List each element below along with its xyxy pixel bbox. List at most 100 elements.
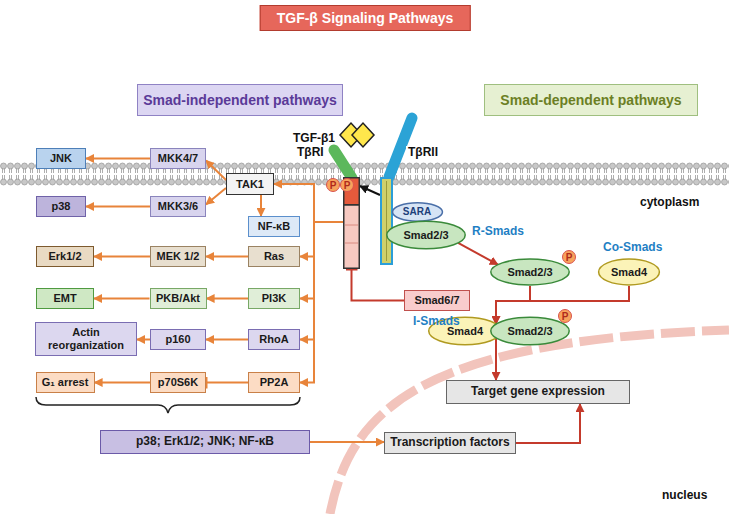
outcome-box: EMT bbox=[36, 288, 94, 309]
node-text: Target gene expression bbox=[471, 385, 605, 399]
node-text: PP2A bbox=[260, 376, 289, 389]
factor-box: NF-κB bbox=[248, 216, 300, 237]
signal-connector bbox=[206, 339, 248, 341]
group-label: R-Smads bbox=[472, 224, 524, 238]
node-text: p160 bbox=[165, 333, 190, 346]
signal-connector bbox=[260, 195, 262, 216]
ligand-label: TGF-β1 bbox=[293, 131, 335, 145]
ellipse-shape bbox=[392, 203, 442, 221]
signal-connector bbox=[300, 222, 343, 340]
smad-ellipse: Smad2/3 bbox=[490, 316, 570, 346]
node-text: EMT bbox=[53, 292, 76, 305]
node-text: JNK bbox=[50, 152, 72, 165]
signal-connector bbox=[94, 298, 150, 300]
gtpase-box: RhoA bbox=[248, 329, 300, 350]
kinase-box: JNK bbox=[36, 148, 86, 169]
node-text: Smad2/3 bbox=[403, 229, 448, 242]
smad-ellipse: Smad2/3 bbox=[386, 220, 466, 250]
signal-connector bbox=[206, 256, 248, 258]
section-heading: Smad-independent pathways bbox=[137, 84, 343, 116]
node-text: Actin reorganization bbox=[41, 326, 131, 351]
kinase-box: p38 bbox=[36, 196, 86, 217]
node-text: Erk1/2 bbox=[48, 250, 81, 263]
node-text: RhoA bbox=[259, 333, 288, 346]
group-label: I-Smads bbox=[413, 314, 460, 328]
receptor-extracellular-domain bbox=[334, 150, 352, 178]
node-text: SARA bbox=[403, 206, 431, 218]
kinase-box: MKK4/7 bbox=[150, 148, 206, 169]
signal-connector bbox=[95, 382, 151, 384]
cell-membrane bbox=[0, 162, 729, 186]
node-text: NF-κB bbox=[258, 220, 290, 233]
domain-band bbox=[386, 181, 387, 261]
signal-connector bbox=[360, 186, 380, 195]
kinase-box: PI3K bbox=[248, 288, 300, 309]
ellipse-shape bbox=[387, 221, 465, 249]
signal-connector bbox=[495, 338, 497, 380]
signal-connector bbox=[206, 382, 248, 384]
compartment-label: cytoplasm bbox=[640, 195, 699, 209]
ligand-dimer bbox=[340, 123, 374, 147]
smad-ellipse: Smad2/3 bbox=[490, 258, 570, 286]
signal-connector bbox=[300, 222, 343, 299]
kinase-box: p160 bbox=[150, 329, 206, 350]
node-text: TAK1 bbox=[236, 178, 264, 191]
signal-connector bbox=[206, 188, 226, 205]
node-text: Ras bbox=[264, 250, 284, 263]
signal-connector bbox=[86, 158, 150, 160]
ellipse-shape bbox=[491, 317, 569, 345]
gtpase-box: Ras bbox=[248, 246, 300, 267]
nuclear-envelope bbox=[330, 330, 729, 514]
node-text: TβRI bbox=[295, 146, 326, 160]
signal-connector bbox=[207, 298, 249, 300]
signal-connector bbox=[206, 161, 226, 181]
kinase-box: MKK3/6 bbox=[150, 196, 206, 217]
node-text: Smad6/7 bbox=[414, 294, 459, 307]
node-text: G₁ arrest bbox=[42, 376, 89, 389]
node-text: p38 bbox=[52, 200, 71, 213]
diagram-title: TGF-β Signaling Pathways bbox=[260, 5, 471, 31]
signal-connector bbox=[458, 243, 498, 265]
smad-ellipse: Smad4 bbox=[598, 258, 660, 286]
ellipse-shape bbox=[599, 259, 660, 285]
node-text: Smad-independent pathways bbox=[143, 92, 337, 108]
node-text: PKB/Akt bbox=[156, 292, 200, 305]
signal-connector bbox=[516, 404, 580, 443]
kinase-box: TAK1 bbox=[226, 173, 274, 195]
adaptor-ellipse: SARA bbox=[392, 202, 443, 222]
outcome-box: Actin reorganization bbox=[35, 322, 137, 356]
signal-connector bbox=[86, 206, 150, 208]
inhibitor-box: Smad6/7 bbox=[404, 290, 470, 311]
phospho-mark: P bbox=[558, 309, 572, 323]
outcome-box: G₁ arrest bbox=[36, 372, 95, 393]
outcome-box: Target gene expression bbox=[446, 380, 630, 404]
domain-band bbox=[345, 225, 358, 226]
signal-connector bbox=[352, 269, 405, 301]
receptor-type-2: TβRII bbox=[380, 177, 393, 265]
node-text: Smad4 bbox=[611, 266, 647, 279]
node-text: PI3K bbox=[262, 292, 286, 305]
node-text: p38; Erk1/2; JNK; NF-κB bbox=[136, 435, 274, 449]
signal-connector bbox=[300, 222, 343, 383]
node-text: MKK4/7 bbox=[158, 152, 198, 165]
kinase-box: p70S6K bbox=[150, 372, 206, 393]
phosphatase-box: PP2A bbox=[248, 372, 300, 393]
receptor-outline bbox=[380, 177, 393, 265]
node-text: TβRII bbox=[406, 146, 440, 160]
group-label: Co-Smads bbox=[603, 240, 662, 254]
node-text: Smad2/3 bbox=[507, 266, 552, 279]
kinase-box: Erk1/2 bbox=[36, 246, 94, 267]
section-heading: Smad-dependent pathways bbox=[484, 84, 698, 116]
summary-box: p38; Erk1/2; JNK; NF-κB bbox=[100, 430, 310, 454]
node-text: Smad-dependent pathways bbox=[500, 92, 681, 108]
kinase-box: MEK 1/2 bbox=[150, 246, 206, 267]
factor-box: Transcription factors bbox=[384, 432, 516, 454]
domain-band bbox=[345, 243, 358, 244]
ellipse-shape bbox=[491, 259, 569, 285]
phospho-mark: P bbox=[340, 178, 354, 192]
grouping-brace bbox=[36, 397, 300, 413]
kinase-domain bbox=[344, 205, 360, 268]
node-text: MKK3/6 bbox=[158, 200, 198, 213]
node-text: Smad2/3 bbox=[507, 325, 552, 338]
kinase-box: PKB/Akt bbox=[150, 288, 207, 309]
